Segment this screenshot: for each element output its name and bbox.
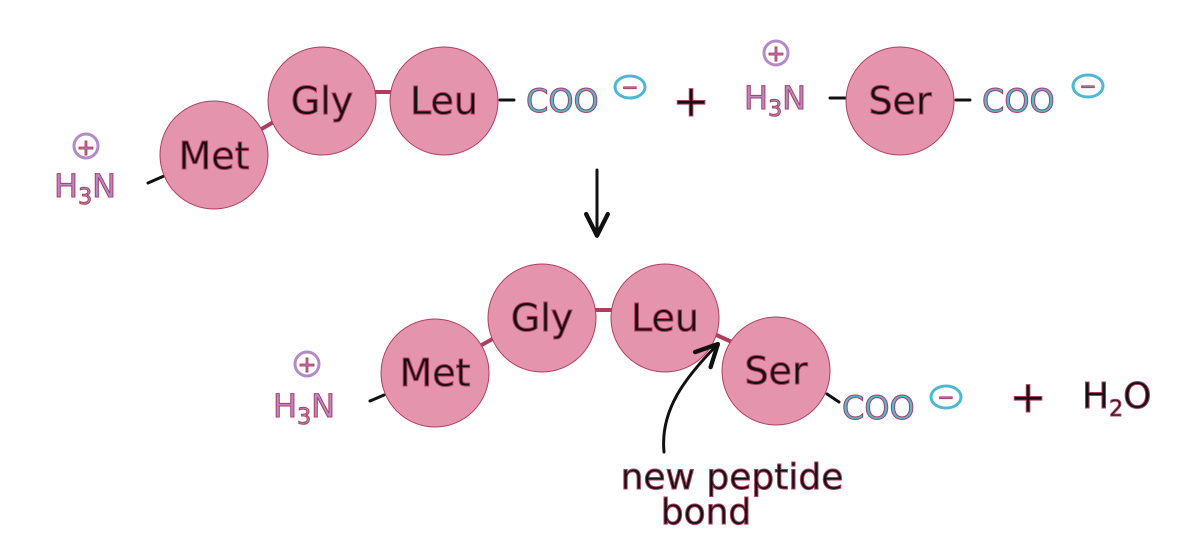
- plus-sign: +: [673, 76, 710, 127]
- plus-sign: +: [1010, 372, 1047, 423]
- n-terminus-amino-group: + H3N: [54, 132, 117, 211]
- residue-ser: Ser: [845, 46, 955, 156]
- negative-charge-icon: [1071, 73, 1105, 99]
- residue-label: Met: [178, 134, 249, 178]
- negative-charge-symbol: −: [622, 75, 639, 99]
- residue-leu: Leu: [389, 46, 499, 156]
- residue-circle: [845, 46, 955, 156]
- residue-met: Met: [159, 100, 269, 210]
- residue-label: Gly: [291, 79, 354, 123]
- negative-charge-icon: [613, 74, 647, 100]
- n-terminus-bond-line: [368, 393, 386, 403]
- annotation-arrow: [662, 341, 721, 454]
- residue-gly: Gly: [487, 263, 597, 373]
- n-terminus-amino-group: + H3N: [744, 39, 807, 123]
- c-terminus-carboxyl-group: COO −: [526, 74, 647, 121]
- residue-circle: [159, 100, 269, 210]
- residue-label: Ser: [868, 79, 932, 123]
- positive-charge-icon: [293, 350, 321, 378]
- residue-circle: [721, 316, 831, 426]
- annotation-label-line1: new peptide: [621, 457, 844, 498]
- water-label: H2O: [1082, 376, 1151, 422]
- residue-ser: Ser: [721, 316, 831, 426]
- c-terminus-bond-line: [825, 392, 841, 404]
- residue-label: Met: [399, 351, 470, 395]
- residue-label: Ser: [744, 349, 808, 393]
- negative-charge-symbol: −: [1080, 74, 1097, 98]
- negative-charge-symbol: −: [938, 385, 955, 409]
- n-terminus-amino-group: + H3N: [273, 350, 336, 431]
- residue-label: Gly: [511, 296, 574, 340]
- positive-charge-icon: [762, 39, 790, 67]
- c-terminus-carboxyl-group: COO −: [982, 73, 1105, 121]
- reactant-tripeptide: + H3N Met Gly Leu COO −: [54, 46, 647, 211]
- residue-met: Met: [380, 318, 490, 428]
- carboxyl-label: COO: [842, 389, 915, 427]
- negative-charge-icon: [929, 384, 963, 410]
- positive-charge-symbol: +: [298, 353, 316, 378]
- residue-circle: [487, 263, 597, 373]
- positive-charge-icon: [72, 132, 100, 160]
- residue-leu: Leu: [610, 263, 720, 373]
- n-terminus-bond-line: [146, 174, 166, 185]
- residue-circle: [389, 46, 499, 156]
- reactant-serine: + H3N Ser COO −: [744, 39, 1105, 156]
- c-terminus-carboxyl-group: COO −: [842, 384, 963, 428]
- product-tetrapeptide: + H3N Met Gly Leu Ser COO −: [273, 263, 963, 431]
- carboxyl-label: COO: [526, 82, 599, 120]
- residue-circle: [610, 263, 720, 373]
- positive-charge-symbol: +: [767, 42, 785, 67]
- residue-circle: [380, 318, 490, 428]
- residue-label: Leu: [631, 296, 699, 340]
- residue-gly: Gly: [267, 46, 377, 156]
- annotation-label-line2: bond: [661, 492, 752, 533]
- carboxyl-label: COO: [982, 82, 1055, 120]
- amino-group-label: H3N: [744, 79, 806, 122]
- amino-group-label: H3N: [54, 167, 116, 210]
- residue-circle: [267, 46, 377, 156]
- residue-label: Leu: [410, 79, 478, 123]
- amino-group-label: H3N: [273, 387, 335, 430]
- positive-charge-symbol: +: [77, 136, 95, 161]
